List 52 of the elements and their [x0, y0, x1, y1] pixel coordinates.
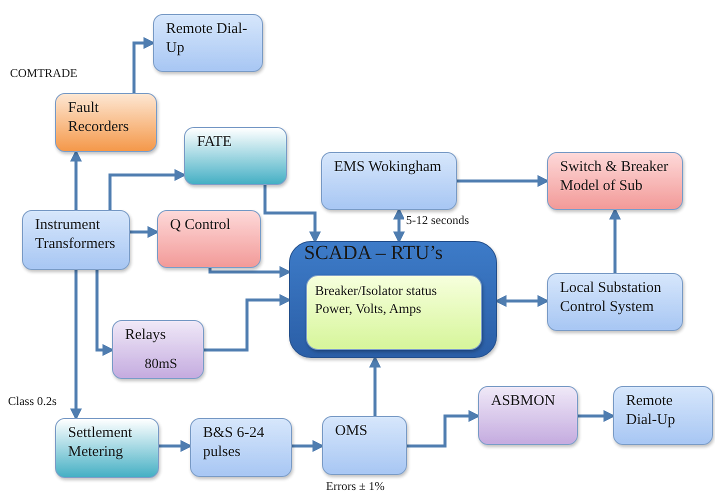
arrow [393, 208, 405, 244]
arrow [108, 169, 186, 210]
process-box [322, 416, 407, 475]
node-label: Local Substation Control System [560, 279, 662, 317]
arrow [457, 175, 550, 187]
arrow [292, 440, 324, 452]
node-label: EMS Wokingham [334, 158, 442, 177]
node-label: Remote Dial-Up [626, 392, 676, 430]
system-container [289, 241, 497, 358]
node-note: Errors ± 1% [326, 479, 385, 494]
arrow [208, 266, 292, 278]
process-box [55, 93, 157, 152]
node-label: Breaker/Isolator status Power, Volts, Amps [315, 282, 438, 318]
arrow [132, 37, 156, 93]
node-label: Switch & Breaker Model of Sub [560, 158, 670, 196]
arrow [96, 270, 114, 356]
process-box [478, 386, 578, 445]
arrow [204, 294, 292, 352]
arrow [264, 185, 321, 244]
process-box [321, 152, 457, 210]
node-label: Remote Dial-Up [166, 20, 248, 58]
process-box [22, 210, 130, 270]
process-box [613, 386, 713, 445]
node-label: FATE [197, 133, 233, 152]
process-box [190, 418, 292, 477]
arrow [407, 410, 480, 448]
process-box [184, 127, 287, 185]
arrow [70, 270, 82, 420]
node-label: Relays [125, 326, 167, 345]
node-label: Fault Recorders [68, 99, 130, 137]
arrow [159, 440, 192, 452]
process-box [153, 14, 263, 72]
arrow [369, 356, 381, 416]
arrow [130, 226, 160, 238]
process-box [547, 152, 683, 210]
node-label: OMS [335, 422, 369, 441]
process-box [112, 320, 204, 379]
process-box [55, 418, 159, 478]
process-box [157, 210, 261, 268]
node-label: ASBMON [491, 392, 556, 411]
node-note: 80mS [144, 356, 178, 374]
arrow [494, 295, 550, 307]
arrow [578, 410, 616, 422]
arrow [70, 150, 82, 210]
node-label: Settlement Metering [68, 424, 134, 462]
node-label: SCADA – RTU’s [304, 244, 444, 263]
node-label: Q Control [170, 216, 232, 235]
arrow [609, 208, 621, 273]
node-label: B&S 6-24 pulses [203, 424, 266, 462]
data-panel [306, 275, 482, 350]
process-box [547, 273, 683, 331]
node-label: Instrument Transformers [35, 216, 116, 254]
